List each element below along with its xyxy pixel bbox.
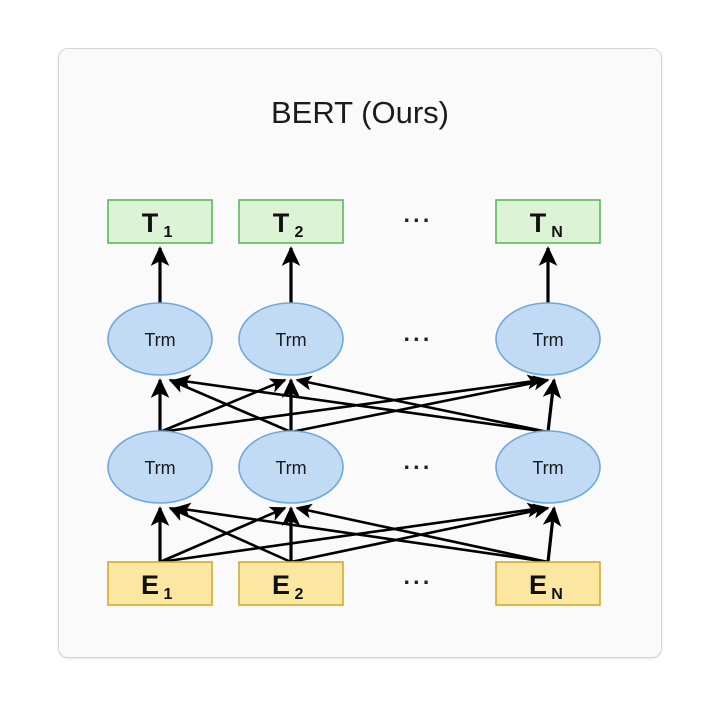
- node-label-trm-upper-3: Trm: [532, 330, 563, 350]
- node-E2[interactable]: E 2: [238, 561, 344, 606]
- node-trm-upper-3[interactable]: Trm: [495, 302, 601, 376]
- edge-trm1a-trm2c: [159, 374, 544, 434]
- node-ellipse-trm-upper-1[interactable]: [107, 302, 213, 376]
- node-box-E2[interactable]: [238, 561, 344, 606]
- ellipsis-embedding-layer: ···: [404, 569, 433, 595]
- edge-e1-trm1b: [159, 506, 287, 564]
- node-subscript-EN: N: [551, 586, 563, 603]
- ellipsis-transformer-upper: ···: [404, 326, 433, 352]
- edges-transformer1-to-transformer2: [150, 374, 562, 434]
- edge-trm1c-trm2b: [295, 375, 549, 434]
- node-trm-upper-1[interactable]: Trm: [107, 302, 213, 376]
- node-label-TN: T: [530, 208, 547, 238]
- node-label-EN: E: [529, 570, 547, 600]
- ellipsis-transformer-lower: ···: [404, 454, 433, 480]
- node-trm-lower-2[interactable]: Trm: [238, 430, 344, 504]
- transformer-layer-upper: Trm Trm ··· Trm: [107, 302, 601, 376]
- node-trm-lower-3[interactable]: Trm: [495, 430, 601, 504]
- node-subscript-T2: 2: [295, 224, 304, 241]
- transformer-layer-lower: Trm Trm ··· Trm: [107, 430, 601, 504]
- node-trm-lower-1[interactable]: Trm: [107, 430, 213, 504]
- ellipsis-output-layer: ···: [404, 207, 433, 233]
- edges-transformer2-to-output: [150, 246, 558, 303]
- node-label-T2: T: [273, 208, 290, 238]
- node-label-trm-lower-1: Trm: [144, 458, 175, 478]
- node-T1[interactable]: T 1: [107, 199, 213, 244]
- node-T2[interactable]: T 2: [238, 199, 344, 244]
- output-layer: T 1 T 2 ··· T N: [107, 199, 601, 244]
- edges-embedding-to-transformer1: [150, 502, 562, 564]
- node-label-E1: E: [141, 570, 159, 600]
- node-subscript-E1: 1: [164, 586, 173, 603]
- embedding-layer: E 1 E 2 ··· E N: [107, 561, 601, 606]
- node-box-E1[interactable]: [107, 561, 213, 606]
- edge-trm1c-trm2c: [542, 378, 562, 433]
- node-TN[interactable]: T N: [495, 199, 601, 244]
- node-box-TN[interactable]: [495, 199, 601, 244]
- node-label-trm-lower-3: Trm: [532, 458, 563, 478]
- node-box-T1[interactable]: [107, 199, 213, 244]
- node-label-trm-upper-1: Trm: [144, 330, 175, 350]
- node-subscript-T1: 1: [164, 224, 173, 241]
- node-ellipse-trm-lower-3[interactable]: [495, 430, 601, 504]
- edge-en-trm1c: [542, 506, 562, 563]
- node-label-trm-lower-2: Trm: [275, 458, 306, 478]
- node-ellipse-trm-upper-3[interactable]: [495, 302, 601, 376]
- edge-en-trm1a: [174, 502, 549, 564]
- node-ellipse-trm-lower-1[interactable]: [107, 430, 213, 504]
- node-box-EN[interactable]: [495, 561, 601, 606]
- node-ellipse-trm-upper-2[interactable]: [238, 302, 344, 376]
- node-subscript-E2: 2: [295, 586, 304, 603]
- node-label-trm-upper-2: Trm: [275, 330, 306, 350]
- edge-e1-trm1c: [159, 502, 544, 564]
- edge-en-trm1b: [295, 503, 549, 564]
- node-label-T1: T: [142, 208, 159, 238]
- page-title: BERT (Ours): [271, 95, 449, 130]
- node-ellipse-trm-lower-2[interactable]: [238, 430, 344, 504]
- edge-trm1a-trm2b: [159, 378, 287, 434]
- node-trm-upper-2[interactable]: Trm: [238, 302, 344, 376]
- node-subscript-TN: N: [551, 224, 563, 241]
- node-label-E2: E: [272, 570, 290, 600]
- node-box-T2[interactable]: [238, 199, 344, 244]
- node-EN[interactable]: E N: [495, 561, 601, 606]
- node-E1[interactable]: E 1: [107, 561, 213, 606]
- edge-trm1c-trm2a: [174, 374, 549, 434]
